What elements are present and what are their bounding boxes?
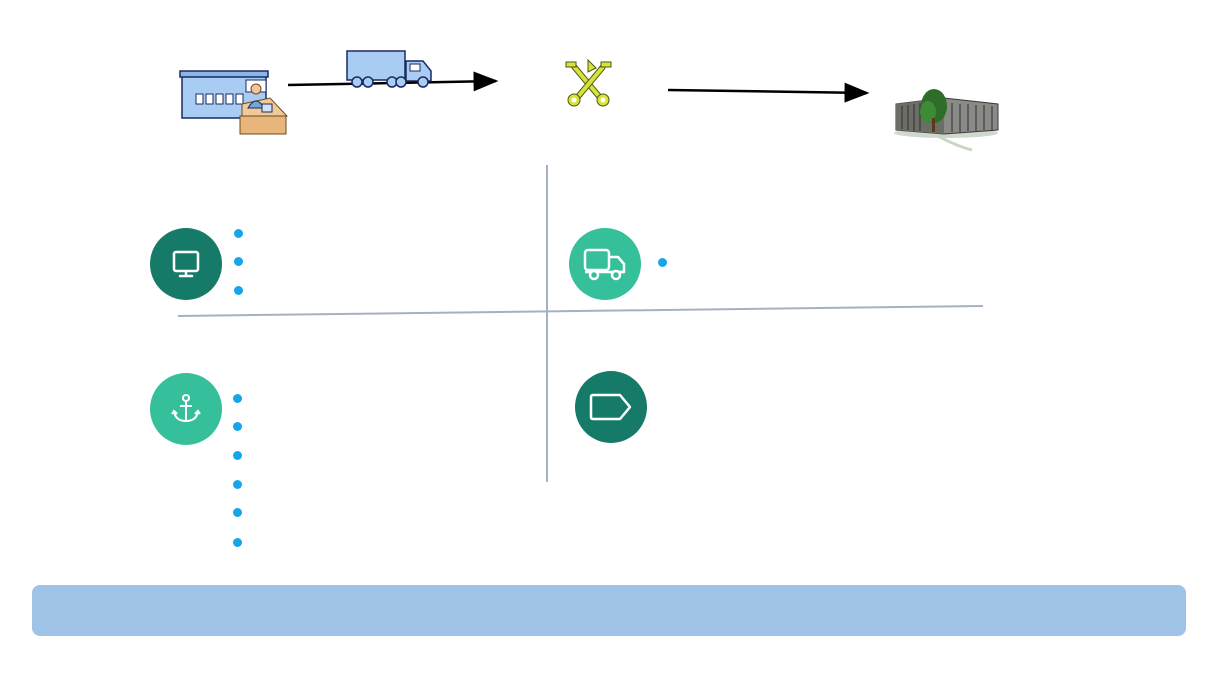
bullet-point: [233, 422, 242, 431]
bullet-point: [233, 451, 242, 460]
bullet-point: [233, 480, 242, 489]
monitor-icon-circle: [150, 228, 222, 300]
truck-icon: [346, 50, 432, 88]
bullet-point: [234, 286, 243, 295]
monitor-icon: [172, 250, 200, 278]
tag-icon-circle: [575, 371, 647, 443]
customs-keys-icon: [565, 58, 612, 107]
bottom-banner: [32, 585, 1186, 636]
tag-icon: [589, 393, 632, 421]
anchor-icon: [171, 394, 201, 423]
anchor-icon-circle: [150, 373, 222, 445]
bullet-point: [233, 394, 242, 403]
bullet-point: [658, 258, 667, 267]
warehouse-clerk-icon: [179, 70, 288, 135]
top-flow-diagram: [179, 50, 999, 152]
bullet-point: [234, 257, 243, 266]
horizontal-divider: [177, 305, 984, 317]
truck-icon: [583, 248, 626, 281]
truck-icon-circle: [569, 228, 641, 300]
bullet-point: [234, 229, 243, 238]
bullet-point: [233, 508, 242, 517]
bullet-point: [233, 538, 242, 547]
office-building-icon: [894, 89, 999, 152]
flow-arrow-2: [667, 82, 870, 103]
